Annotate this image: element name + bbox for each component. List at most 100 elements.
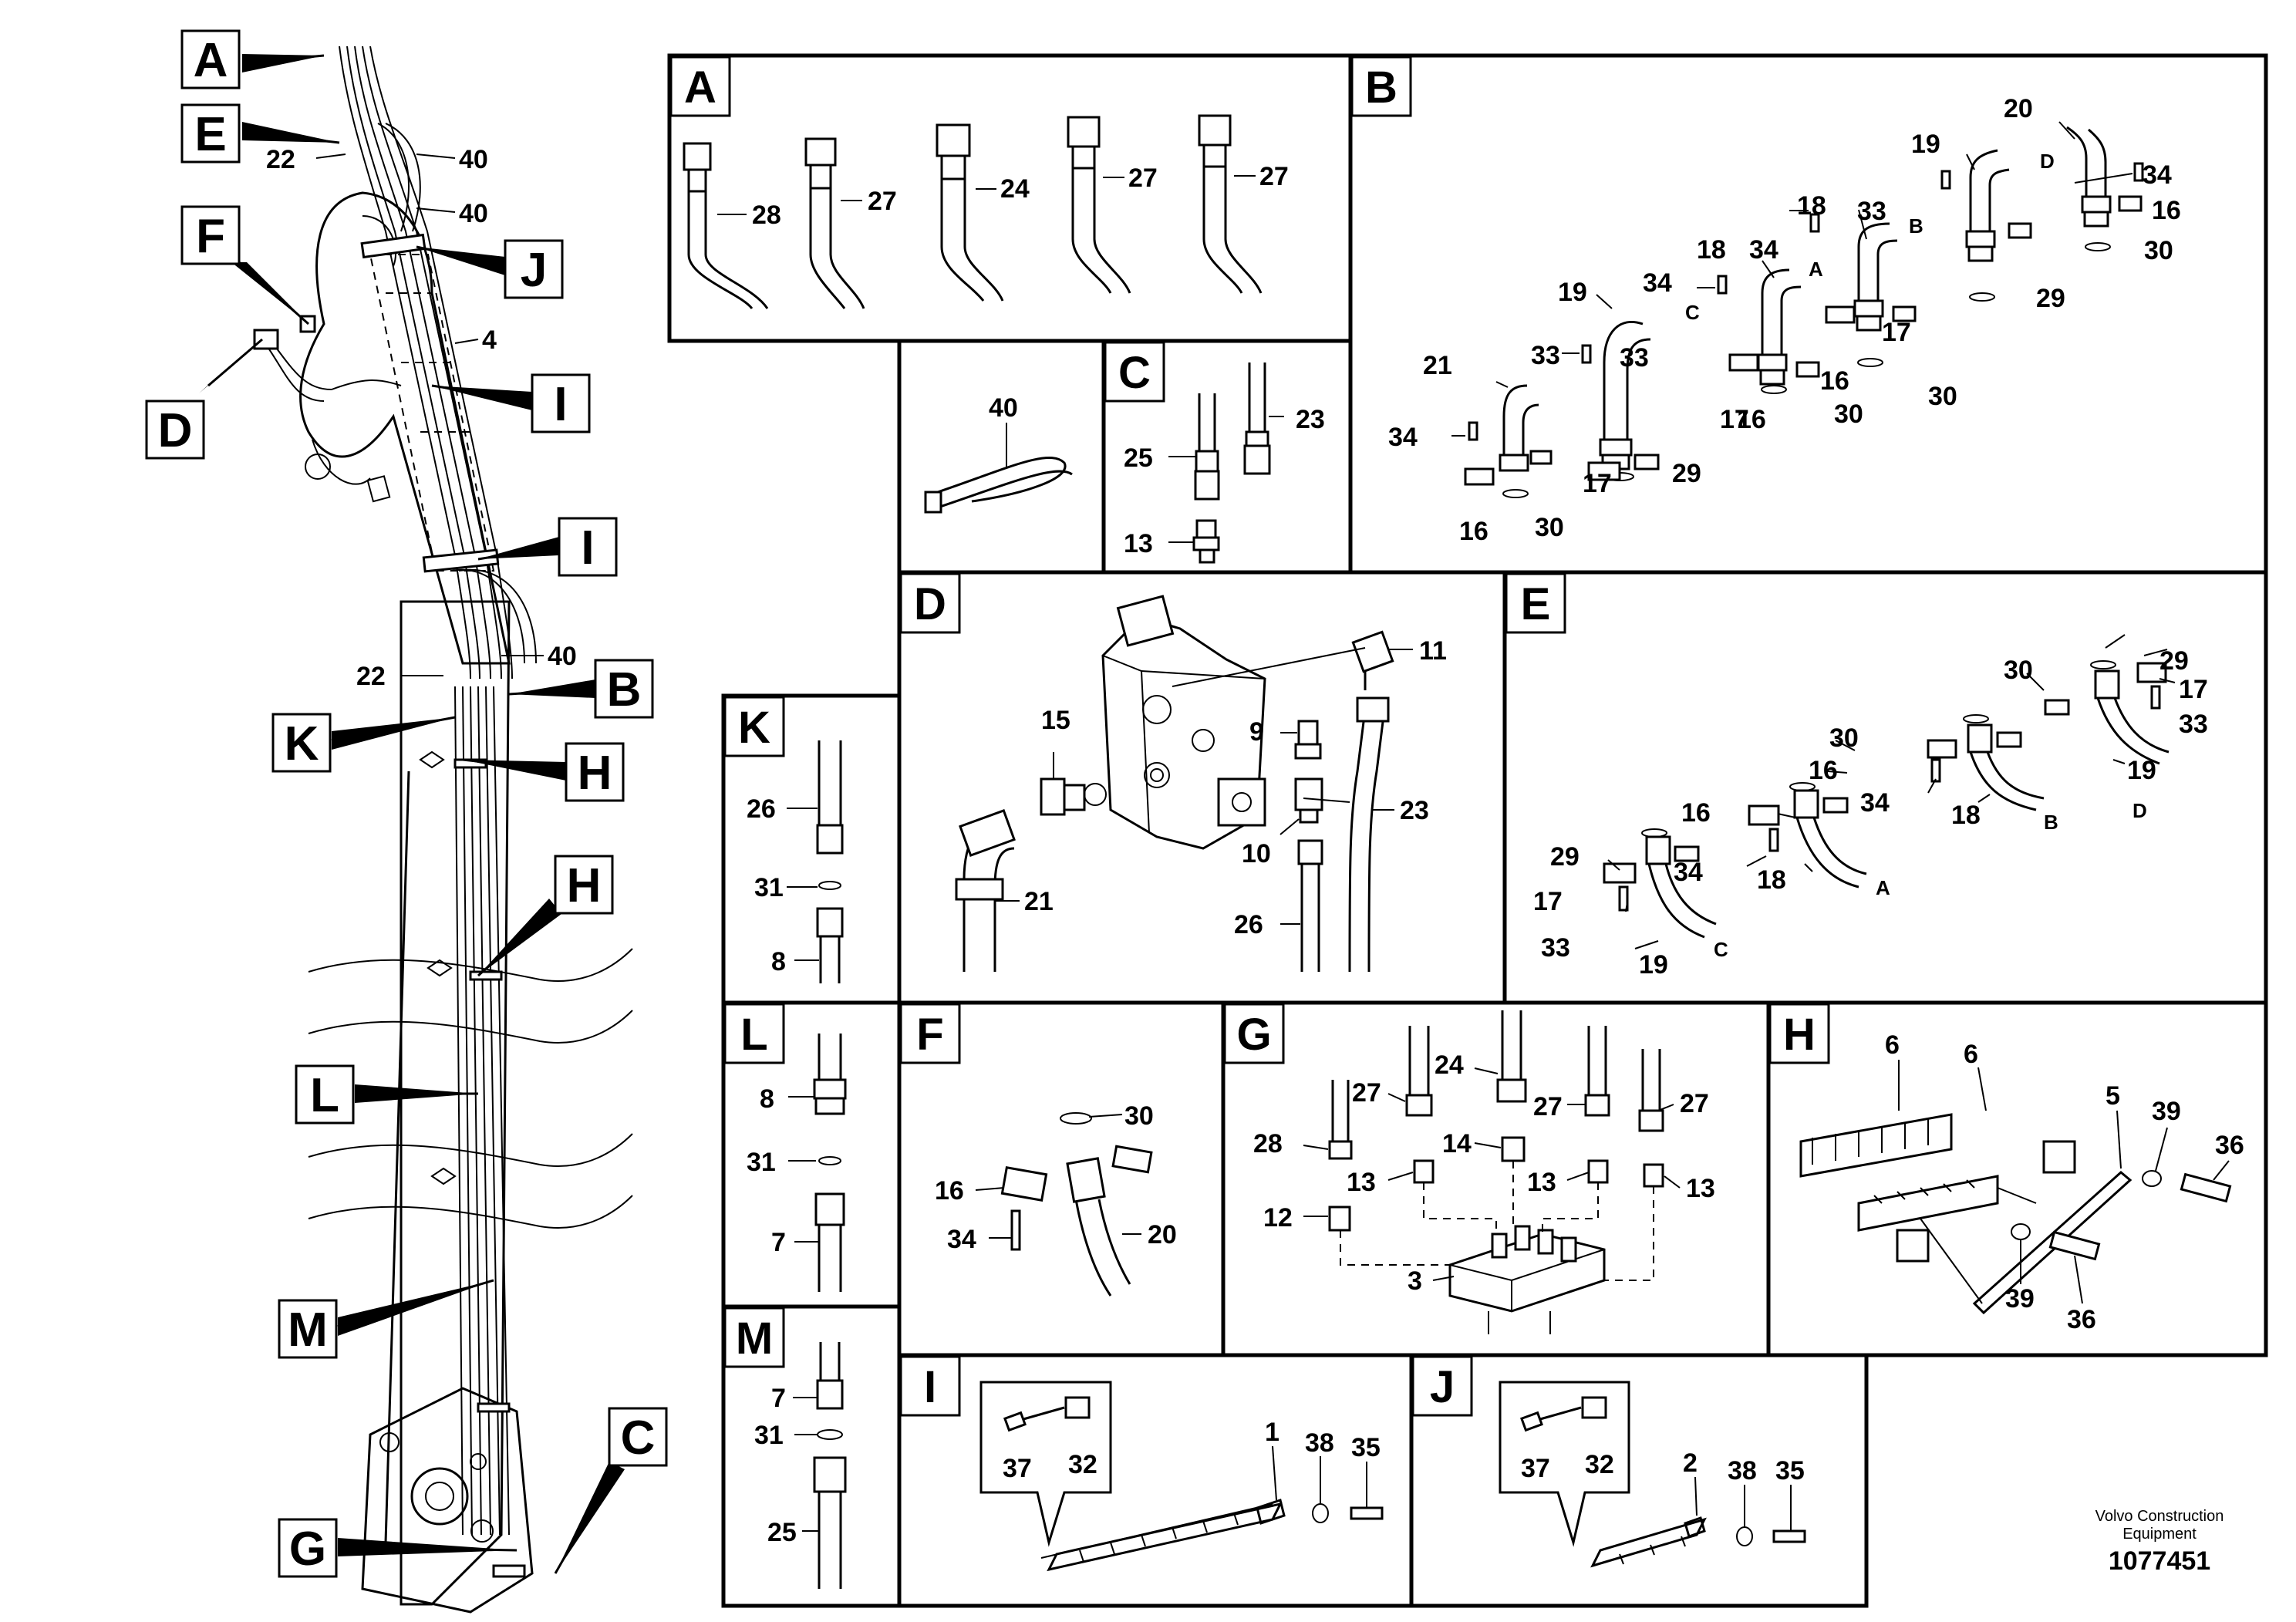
panel-d-part-9: 9: [1249, 717, 1264, 747]
callout-m: M: [278, 1299, 338, 1359]
callout-i-lower: I: [558, 517, 618, 577]
hose-27-3: [1198, 114, 1263, 294]
overview-part-40: 40: [548, 642, 577, 671]
overview-part-40: 40: [459, 145, 488, 174]
overview-part-22: 22: [266, 145, 295, 174]
panel-b-part-20: 20: [2004, 94, 2033, 123]
panel-b-part-19: 19: [1911, 130, 1940, 159]
panel-b-tag-d: D: [2040, 150, 2055, 173]
svg-text:D: D: [914, 579, 946, 629]
panel-a-part-27: 27: [1128, 164, 1158, 193]
panel-f-parts: 30 16 34 20: [935, 1101, 1177, 1297]
svg-text:G: G: [289, 1523, 326, 1576]
panel-b-bolts: [1468, 162, 2144, 441]
panel-label-f: F: [899, 1003, 961, 1064]
panel-e-part-17: 17: [2179, 675, 2208, 704]
callout-j: J: [504, 239, 564, 299]
panel-b-tag-b: B: [1909, 214, 1923, 238]
overview-part-40: 40: [459, 199, 488, 228]
panel-e-part-18: 18: [1757, 865, 1786, 895]
hose-24: [936, 123, 1004, 302]
panel-e-part-19: 19: [2127, 756, 2156, 785]
panel-b-tag-a: A: [1809, 258, 1823, 281]
panel-d-part-21: 21: [1024, 887, 1054, 916]
panel-g-part-24: 24: [1435, 1050, 1464, 1080]
svg-text:B: B: [1365, 62, 1397, 113]
svg-text:G: G: [1236, 1010, 1271, 1060]
svg-text:L: L: [740, 1010, 767, 1060]
panel-label-d: D: [899, 572, 961, 634]
callout-f: F: [180, 205, 241, 265]
panel-g-part-3: 3: [1408, 1266, 1422, 1296]
panel-b-part-17: 17: [1720, 405, 1749, 434]
callout-h-upper: H: [565, 742, 625, 802]
panel-e-part-29: 29: [1550, 842, 1580, 872]
panel-b-part-33: 33: [1531, 341, 1560, 370]
panel-label-g: G: [1223, 1003, 1285, 1064]
panel-i-part-37: 37: [1003, 1454, 1032, 1483]
panel-k-part-31: 31: [754, 873, 784, 902]
panel-label-k: K: [723, 696, 785, 757]
overview-callouts: A E F D J I I B K H H L M: [145, 29, 668, 1578]
panel-e-parts: 29 17 33 30 30 16 34 19 18 16 18 29 34 1…: [1533, 634, 2208, 980]
panel-b-part-16: 16: [1737, 405, 1766, 434]
panel-g-part-27: 27: [1352, 1078, 1381, 1108]
panel-h-part-39: 39: [2152, 1097, 2181, 1126]
panel-b-part-16: 16: [1459, 517, 1489, 546]
panel-k-part-8: 8: [771, 947, 786, 976]
panel-label-e: E: [1505, 572, 1566, 634]
svg-text:D: D: [158, 404, 193, 457]
svg-text:A: A: [684, 62, 716, 113]
panel-tie-part-40: 40: [989, 393, 1018, 423]
panel-g-parts: 24 27 27 27 28 14 13 13 13 12 3: [1253, 1010, 1715, 1334]
credit-block: Volvo Construction Equipment 1077451: [2059, 1508, 2260, 1576]
panel-b-part-34: 34: [2143, 160, 2172, 190]
panel-label-h: H: [1768, 1003, 1830, 1064]
callout-c: C: [608, 1407, 668, 1467]
panel-l-part-31: 31: [747, 1148, 776, 1177]
overview-drawing: [253, 46, 633, 1614]
panel-e-part-29: 29: [2159, 646, 2189, 676]
panel-h-part-6: 6: [1964, 1040, 1978, 1069]
callout-b: B: [594, 659, 654, 719]
hose-27-2: [1067, 116, 1131, 294]
panel-b-part-17: 17: [1882, 318, 1911, 347]
drawing-number: 1077451: [2108, 1546, 2211, 1576]
panel-b-part-16: 16: [1820, 366, 1849, 396]
svg-text:M: M: [288, 1303, 328, 1357]
panel-e-tag-b: B: [2044, 811, 2058, 834]
panel-e-part-33: 33: [1541, 933, 1570, 963]
panel-e-part-16: 16: [1809, 756, 1838, 785]
svg-text:K: K: [738, 703, 770, 753]
panel-j-part-38: 38: [1728, 1456, 1757, 1485]
panel-e-part-17: 17: [1533, 887, 1563, 916]
panel-c-part-23: 23: [1296, 405, 1325, 434]
panel-g-part-27: 27: [1533, 1092, 1563, 1121]
panel-h-parts: 6 6 5 39 36 39 36: [1799, 1030, 2244, 1334]
panel-b-hose-d: [1965, 149, 2032, 302]
panel-a-part-28: 28: [752, 201, 781, 230]
panel-b-part-21: 21: [1423, 351, 1452, 380]
panel-a-part-24: 24: [1000, 174, 1030, 204]
panel-b-part-16: 16: [2152, 196, 2181, 225]
panel-d-part-23: 23: [1400, 796, 1429, 825]
svg-text:A: A: [194, 34, 228, 87]
panel-label-j: J: [1411, 1355, 1473, 1417]
callout-l: L: [295, 1064, 355, 1125]
panel-g-part-27: 27: [1680, 1089, 1709, 1118]
panel-d-part-11: 11: [1419, 636, 1447, 666]
svg-text:I: I: [554, 378, 567, 431]
panel-h-part-36: 36: [2215, 1131, 2244, 1160]
svg-text:C: C: [1118, 348, 1151, 398]
panel-b-part-30: 30: [1834, 400, 1863, 429]
panel-b-part-33: 33: [1620, 343, 1649, 373]
callout-d: D: [145, 400, 205, 460]
panel-h-part-39: 39: [2005, 1284, 2035, 1313]
panel-b-part-18: 18: [1797, 191, 1826, 221]
panel-letter-boxes: A B C D E F G H I J K L M: [669, 56, 1830, 1417]
panel-m-part-7: 7: [771, 1384, 786, 1413]
panel-i-part-32: 32: [1068, 1450, 1097, 1479]
panel-f-part-20: 20: [1148, 1220, 1177, 1249]
svg-text:K: K: [285, 717, 319, 771]
panel-e-part-30: 30: [1829, 723, 1859, 753]
